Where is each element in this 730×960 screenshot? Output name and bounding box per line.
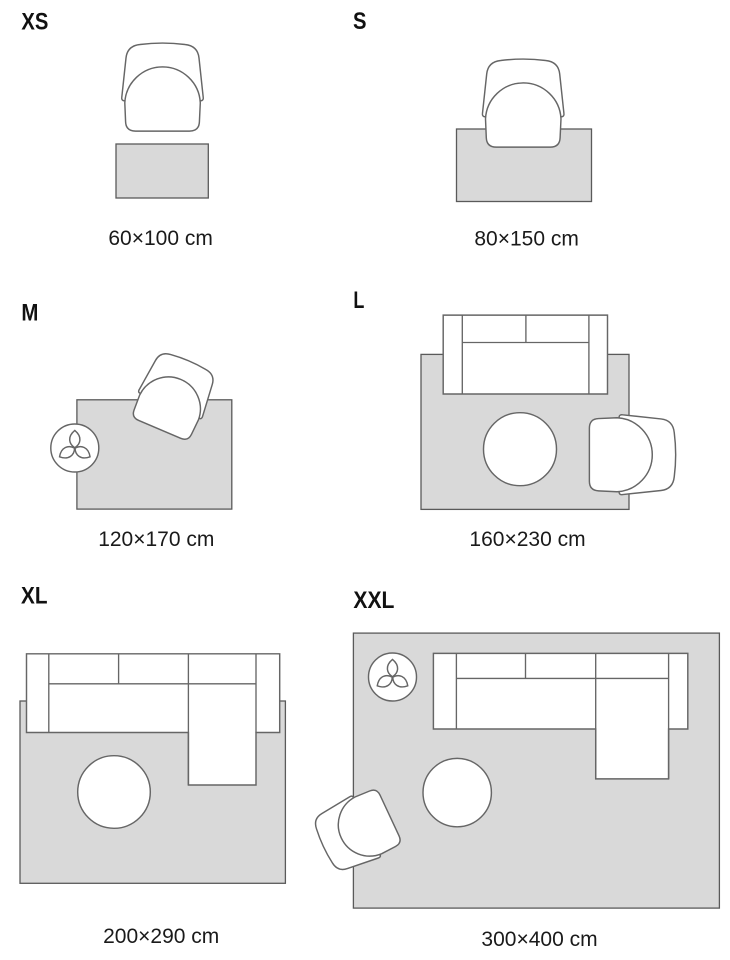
svg-text:M: M [21,299,38,326]
svg-text:200×290 cm: 200×290 cm [103,925,219,948]
svg-text:120×170 cm: 120×170 cm [98,528,214,551]
svg-text:XXL: XXL [353,587,394,614]
svg-text:60×100 cm: 60×100 cm [108,227,213,250]
svg-text:300×400 cm: 300×400 cm [481,928,597,951]
svg-text:80×150 cm: 80×150 cm [474,228,579,251]
svg-text:160×230 cm: 160×230 cm [469,528,585,551]
svg-text:XL: XL [21,583,48,610]
svg-text:XS: XS [21,9,48,36]
svg-text:L: L [353,287,364,314]
svg-text:S: S [353,8,367,35]
